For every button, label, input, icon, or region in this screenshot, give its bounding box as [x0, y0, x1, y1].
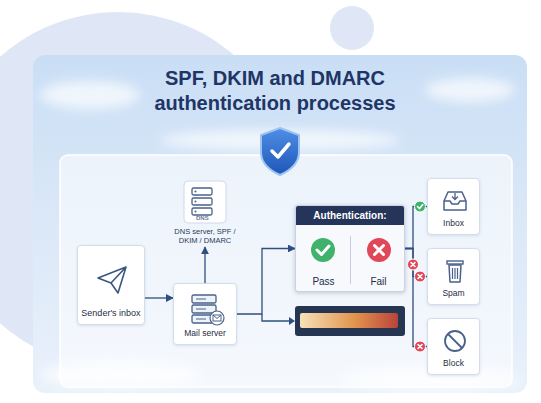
- block-box: Block: [427, 318, 480, 375]
- inbox-icon: [440, 187, 470, 219]
- node-text: Pass: [312, 276, 334, 287]
- mail-server-box: Mail server: [173, 283, 237, 345]
- title: SPF, DKIM and DMARC authentication proce…: [125, 66, 425, 116]
- inner-panel: [60, 155, 512, 387]
- connector: [237, 249, 295, 315]
- connector: [405, 207, 427, 249]
- fail-result: Fail: [351, 226, 406, 293]
- status-mark: [415, 201, 426, 212]
- fail-icon: [365, 236, 393, 268]
- pass-result: Pass: [296, 226, 351, 293]
- status-mark: [415, 341, 426, 352]
- dns-server: DNS server, SPF / DKIM / DMARC: [168, 180, 242, 245]
- clouds: [40, 78, 520, 392]
- trash-icon: [440, 257, 470, 289]
- deco-circle: [330, 6, 374, 50]
- spam-box: Spam: [427, 248, 480, 305]
- icon-label: DNS: [196, 215, 209, 221]
- connector: [405, 249, 427, 347]
- connector: [204, 247, 205, 283]
- node-text: Inbox: [443, 218, 464, 228]
- node-text: Authentication:: [296, 206, 404, 225]
- card: [33, 55, 527, 393]
- node-text: Mail server: [184, 328, 226, 338]
- auth-panel: Authentication: Pass Fail: [295, 205, 405, 292]
- node-text: Block: [443, 358, 464, 368]
- connector: [145, 297, 173, 298]
- sender-box: Sender's inbox: [77, 245, 145, 325]
- node-text: DNS server, SPF / DKIM / DMARC: [168, 227, 242, 245]
- score-bar: [262, 306, 405, 336]
- node-text: Spam: [442, 288, 464, 298]
- status-mark: [415, 271, 426, 282]
- node-text: Sender's inbox: [81, 308, 140, 318]
- shield-icon: [261, 128, 299, 175]
- plane-icon: [95, 264, 129, 300]
- node-text: Fail: [370, 276, 386, 287]
- pass-icon: [309, 236, 337, 268]
- server-icon: [186, 292, 226, 332]
- inbox-box: Inbox: [427, 178, 480, 235]
- block-icon: [440, 327, 470, 359]
- divider: [350, 236, 351, 284]
- status-mark: [408, 259, 419, 270]
